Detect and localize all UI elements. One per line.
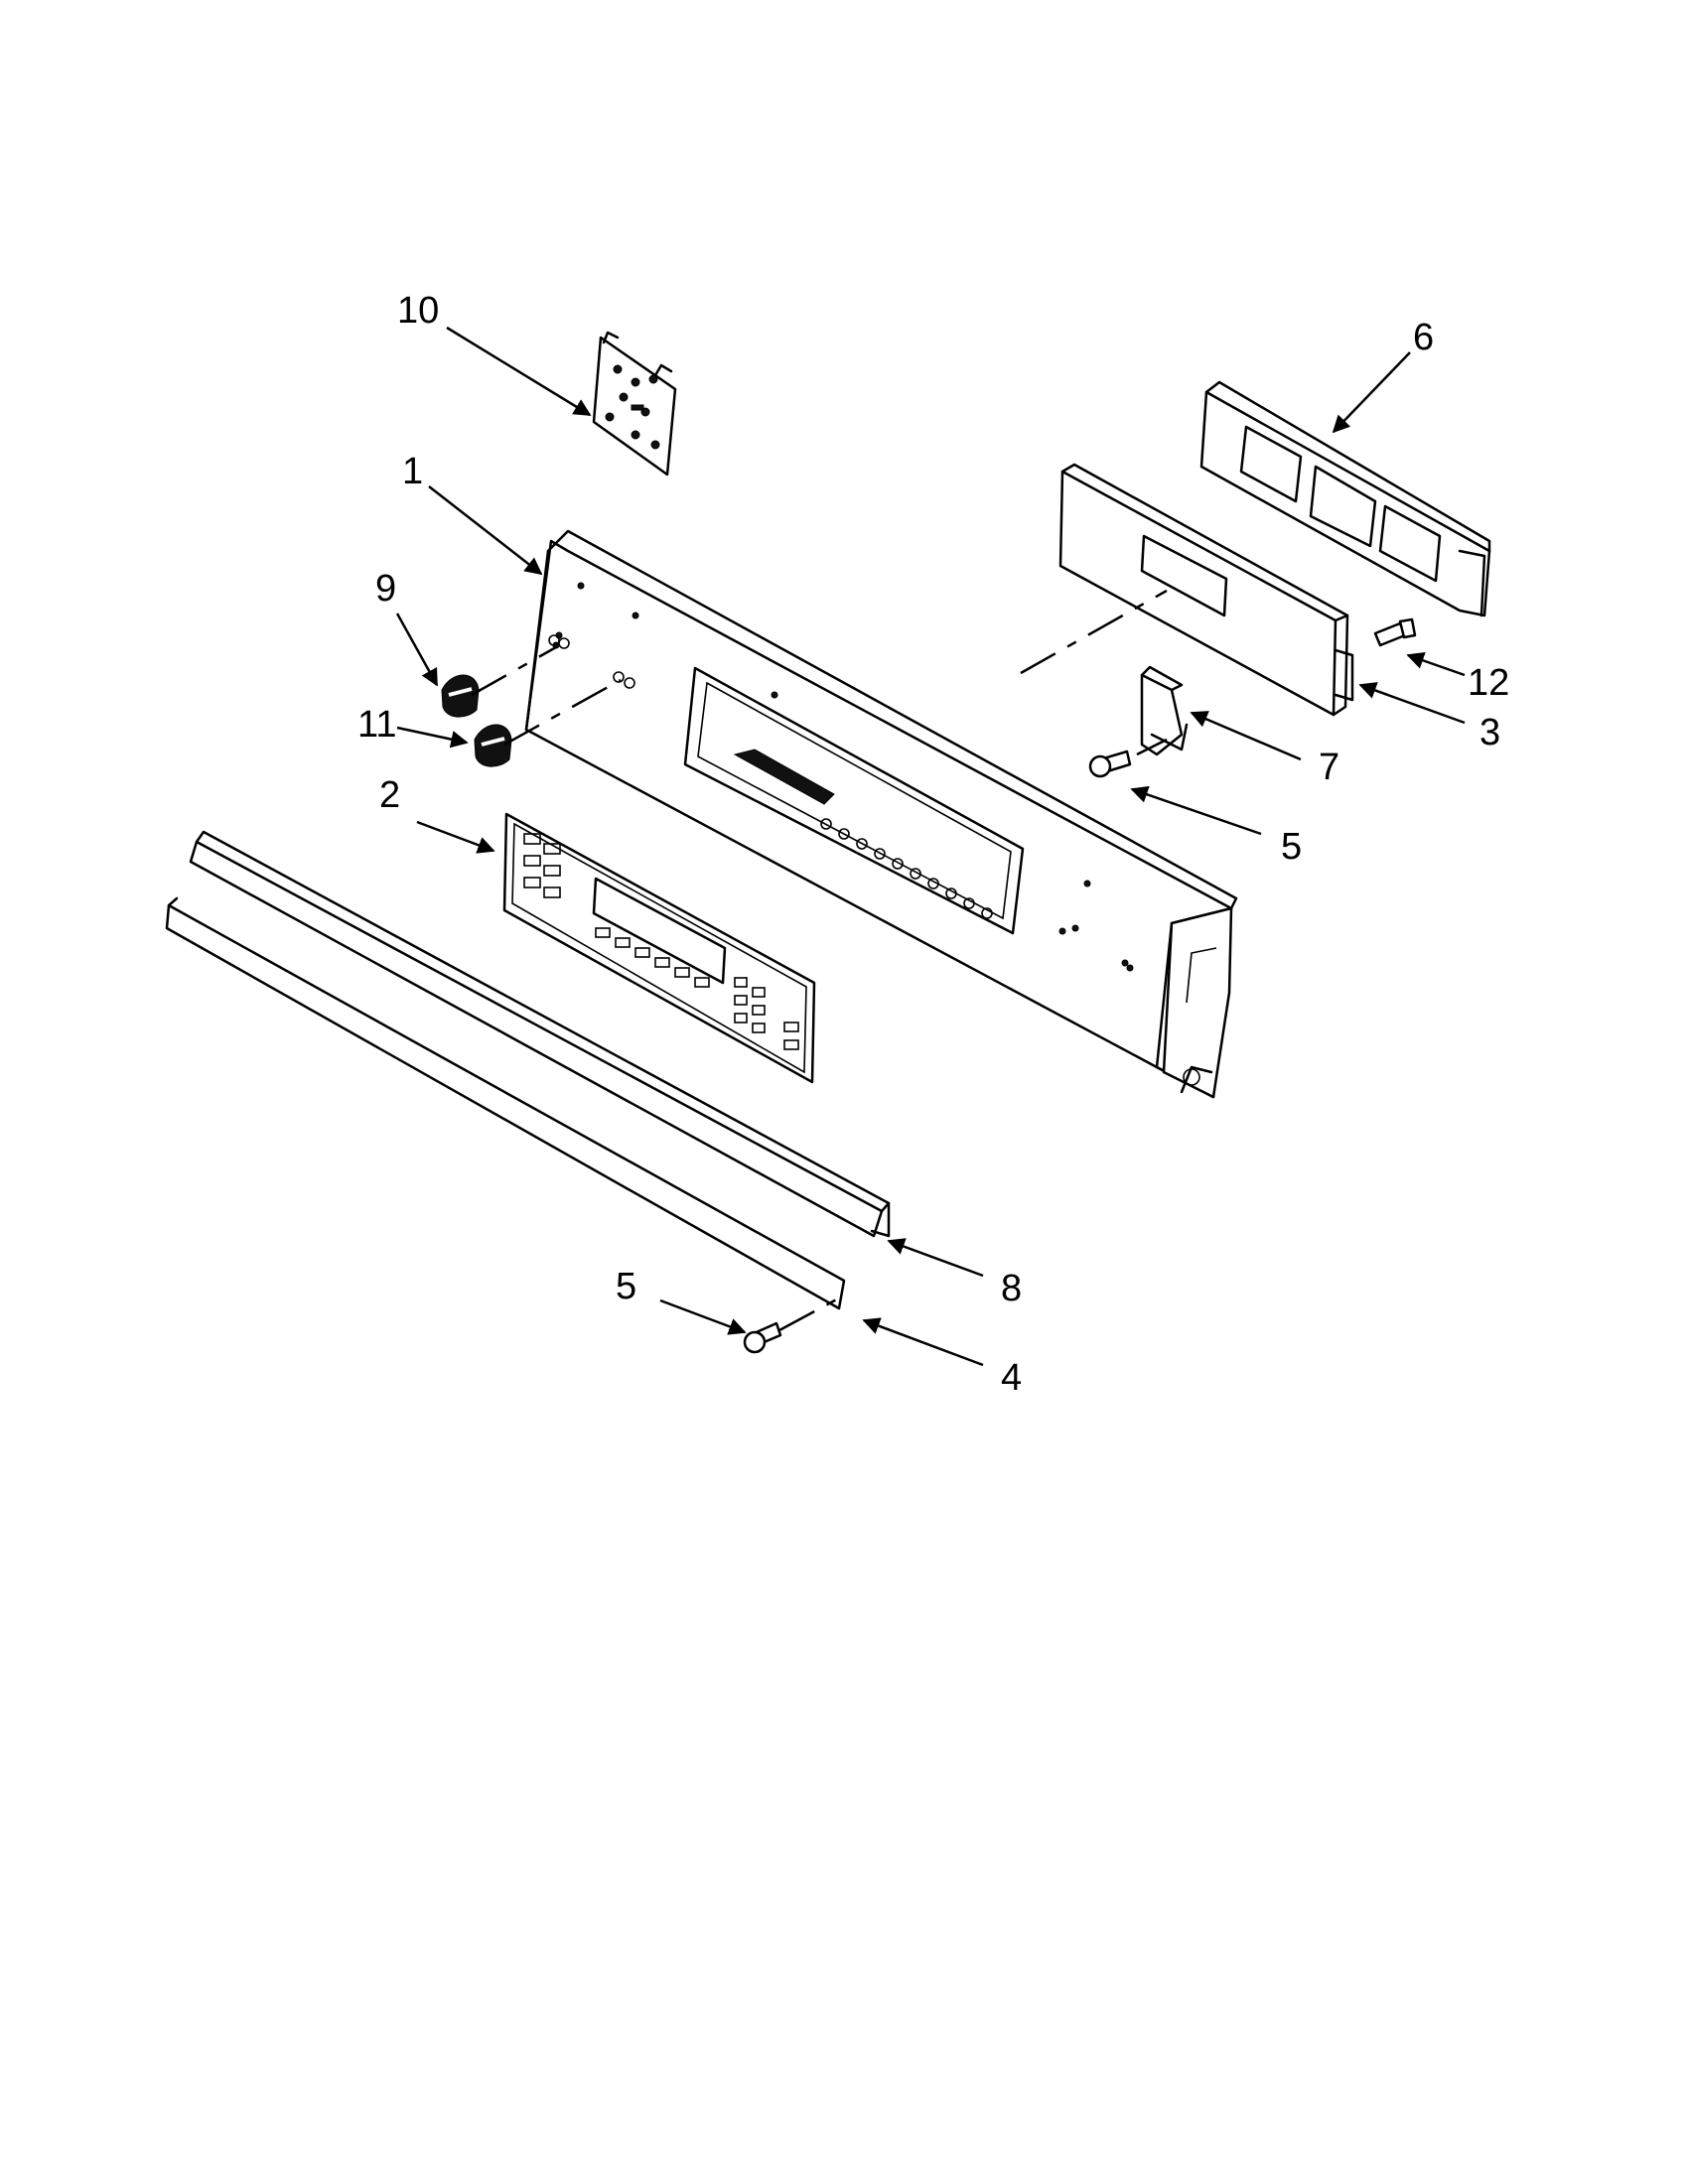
part-1-control-panel — [524, 529, 1238, 1099]
callout-3: 3 — [1479, 712, 1500, 753]
part-8-trim-strip — [189, 830, 891, 1238]
leader-lines — [395, 326, 1466, 1367]
part-4-lower-panel — [165, 896, 846, 1310]
callout-2: 2 — [379, 774, 400, 816]
part-3-cover — [1058, 463, 1354, 717]
callout-6: 6 — [1413, 317, 1434, 358]
part-10-control-board — [592, 331, 677, 477]
part-9-knob — [441, 674, 480, 718]
callout-11: 11 — [357, 704, 396, 746]
part-12-screw — [1373, 617, 1417, 647]
part-5-screw-lower — [743, 1321, 782, 1354]
callout-8: 8 — [1001, 1268, 1022, 1309]
callout-10: 10 — [397, 290, 439, 332]
part-2-overlay — [502, 812, 816, 1084]
callout-12: 12 — [1468, 662, 1509, 704]
part-7-mounting-clip — [1140, 665, 1189, 756]
callout-9: 9 — [375, 568, 396, 610]
callout-labels: 10 1 9 11 2 6 12 3 7 5 8 5 4 — [357, 290, 1509, 1399]
callout-5-upper: 5 — [1281, 826, 1302, 868]
callout-4: 4 — [1001, 1357, 1022, 1399]
callout-5-lower: 5 — [616, 1266, 636, 1307]
callout-7: 7 — [1319, 747, 1339, 788]
callout-1: 1 — [402, 451, 423, 492]
part-5-screw-upper — [1088, 750, 1132, 778]
part-6-bracket — [1199, 380, 1491, 617]
assembly-lines — [471, 589, 1168, 1332]
part-11-knob — [474, 724, 512, 767]
